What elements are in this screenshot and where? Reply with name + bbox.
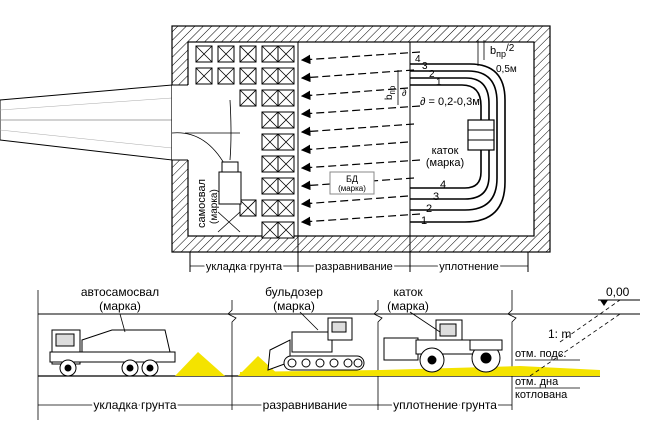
soil-pile-cross [261, 111, 279, 129]
soil-pile-cross [261, 45, 279, 63]
pass-top-4: 4 [415, 54, 421, 65]
section-zone-1: укладка грунта [93, 398, 176, 412]
section-zone-3: уплотнение грунта [393, 398, 497, 412]
soil-pile-cross [239, 45, 257, 63]
plan-zone-3: уплотнение [439, 261, 498, 273]
soil-pile-cross [261, 133, 279, 151]
soil-pile-cross [239, 67, 257, 85]
soil-pile-cross [195, 45, 213, 63]
plan-bd-brand: (марка) [338, 184, 366, 193]
pass-bottom-1: 1 [421, 215, 427, 227]
soil-layer [240, 366, 600, 376]
soil-pile-cross [277, 155, 295, 173]
mark-bottom-2: котлована [515, 389, 568, 401]
slope-label: 1: m [548, 327, 571, 341]
truck-cab [221, 161, 239, 173]
pass-bottom-4: 4 [440, 179, 446, 191]
bulldozer-pass [300, 87, 409, 101]
bulldozer-pass [300, 195, 409, 209]
bulldozer-pass [300, 213, 421, 227]
soil-pile-cross [277, 221, 295, 239]
soil-heap-2 [238, 356, 280, 376]
plan-view: самосвал (марка) БД (марка) каток (марка… [0, 25, 551, 275]
bulldozer-pass [300, 51, 421, 65]
section-bulldozer-label: бульдозер [265, 285, 323, 299]
pass-bottom-3: 3 [433, 191, 439, 203]
plan-roller [467, 119, 495, 151]
soil-pile-cross [277, 89, 295, 107]
pass-bottom-2: 2 [426, 203, 432, 215]
bulldozer-pass [300, 105, 421, 119]
section-dump-truck [49, 329, 176, 377]
plan-truck-label: самосвал [196, 179, 208, 228]
plan-zone-2: разравнивание [315, 261, 393, 273]
plan-bd-label: БД [346, 174, 358, 184]
soil-pile-cross [261, 89, 279, 107]
soil-pile-cross [261, 221, 279, 239]
soil-pile-cross [277, 111, 295, 129]
b-pr: bпр [384, 85, 397, 100]
bulldozer-pass [300, 69, 415, 83]
b-pr-half: bпр/2 [490, 43, 515, 59]
elevation-top: 0,00 [606, 285, 630, 299]
mark-bottom-1: отм. дна [515, 376, 559, 388]
section-truck-brand: (марка) [99, 299, 141, 313]
soil-pile-cross [277, 199, 295, 217]
soil-pile-cross [239, 199, 257, 217]
section-bulldozer [267, 317, 365, 371]
plan-zone-1: укладка грунта [206, 261, 283, 273]
truck-body [218, 171, 242, 205]
section-bulldozer-brand: (марка) [273, 299, 315, 313]
pass-top-1: 1 [436, 77, 442, 88]
section-roller [383, 319, 503, 373]
soil-pile-cross [277, 45, 295, 63]
plan-truck-brand: (марка) [209, 189, 220, 224]
soil-heap-1 [175, 352, 225, 376]
soil-pile-cross [217, 67, 235, 85]
section-truck-label: автосамосвал [81, 285, 159, 299]
soil-pile-cross [261, 177, 279, 195]
delta-small: ∂ [402, 88, 407, 98]
soil-pile-cross [261, 199, 279, 217]
section-view: 0,00 1: m отм. подс. отм. дна котлована … [37, 285, 640, 420]
soil-pile-cross [195, 67, 213, 85]
pass-top-2: 2 [429, 69, 435, 80]
soil-piles [195, 45, 295, 239]
section-roller-label: каток [393, 285, 423, 299]
soil-pile-cross [261, 67, 279, 85]
bulldozer-pass [300, 177, 415, 191]
pass-top-3: 3 [422, 61, 428, 72]
soil-pile-cross [277, 177, 295, 195]
soil-pile-cross [261, 155, 279, 173]
soil-pile-cross [239, 89, 257, 107]
section-roller-brand: (марка) [387, 299, 429, 313]
offset-label: 0,5м [496, 64, 517, 75]
bulldozer-pass [300, 159, 421, 173]
bulldozer-pass [300, 141, 409, 155]
access-ramp [0, 84, 173, 161]
soil-pile-cross [217, 45, 235, 63]
bulldozer-passes [300, 51, 421, 227]
plan-roller-brand: (марка) [426, 157, 464, 169]
bulldozer-pass [300, 123, 415, 137]
soil-pile-cross [277, 67, 295, 85]
mark-subgrade: отм. подс. [515, 348, 566, 360]
section-zone-2: разравнивание [263, 398, 348, 412]
plan-bulldozer [329, 171, 375, 195]
plan-roller-label: каток [432, 145, 459, 157]
delta-label: ∂ = 0,2-0,3м [420, 96, 480, 108]
soil-pile-cross [277, 133, 295, 151]
